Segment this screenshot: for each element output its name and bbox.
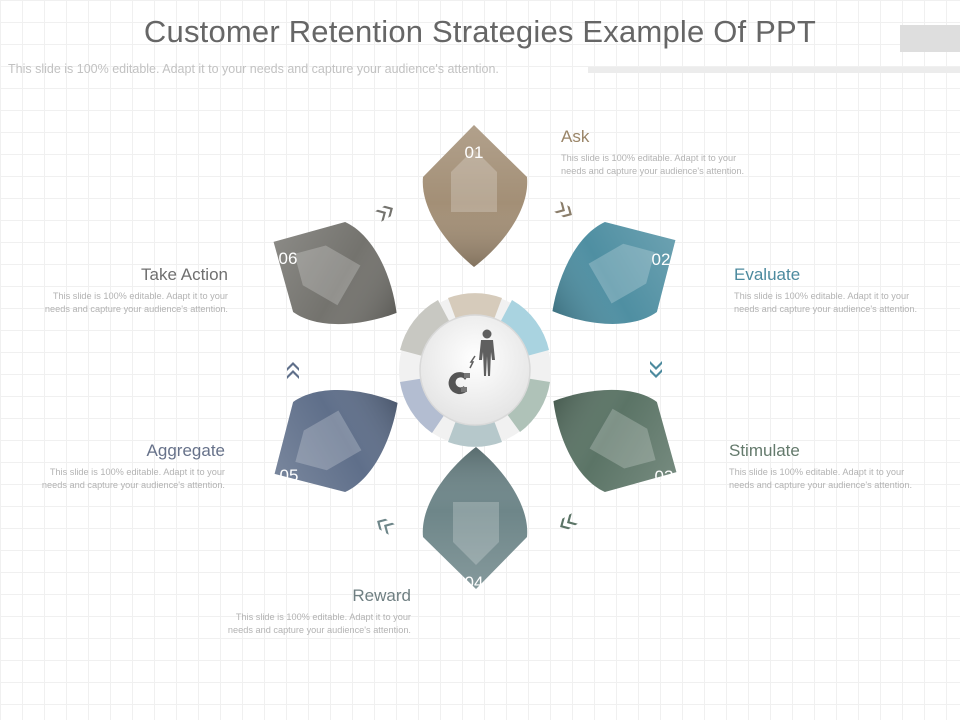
step-description-aggregate: This slide is 100% editable. Adapt it to…	[41, 467, 225, 490]
step-number-05: 05	[280, 466, 299, 485]
petal-05	[274, 390, 398, 493]
customer-magnet-icon	[448, 329, 495, 395]
step-number-03: 03	[655, 467, 674, 486]
step-title-aggregate: Aggregate	[146, 441, 225, 460]
connector-arrow-04-05	[377, 518, 395, 535]
petal-04	[422, 447, 528, 589]
step-description-evaluate: This slide is 100% editable. Adapt it to…	[734, 291, 918, 314]
step-description-stimulate: This slide is 100% editable. Adapt it to…	[729, 467, 913, 490]
center-hub	[399, 293, 551, 447]
step-description-ask: This slide is 100% editable. Adapt it to…	[561, 153, 745, 176]
step-title-stimulate: Stimulate	[729, 441, 800, 460]
connector-arrow-02-03	[650, 361, 662, 378]
petal-02	[552, 221, 676, 324]
step-title-take-action: Take Action	[141, 265, 228, 284]
slide-title: Customer Retention Strategies Example Of…	[143, 14, 817, 49]
petal-03	[553, 389, 677, 493]
step-number-04: 04	[465, 573, 484, 592]
step-number-02: 02	[652, 250, 671, 269]
petal-01	[422, 125, 528, 267]
connector-arrow-06-01	[375, 205, 393, 222]
connector-arrow-03-04	[560, 513, 578, 530]
step-title-reward: Reward	[352, 586, 411, 605]
slide-subtitle: This slide is 100% editable. Adapt it to…	[8, 62, 499, 76]
petal-06	[273, 221, 397, 325]
connector-arrow-01-02	[554, 201, 572, 218]
step-description-reward: This slide is 100% editable. Adapt it to…	[227, 612, 411, 635]
step-number-06: 06	[279, 249, 298, 268]
step-number-01: 01	[465, 143, 484, 162]
corner-placeholder	[900, 25, 960, 52]
step-description-take-action: This slide is 100% editable. Adapt it to…	[44, 291, 228, 314]
subtitle-divider	[588, 67, 960, 73]
step-title-ask: Ask	[561, 127, 590, 146]
step-title-evaluate: Evaluate	[734, 265, 801, 284]
connector-arrow-05-06	[287, 362, 299, 379]
